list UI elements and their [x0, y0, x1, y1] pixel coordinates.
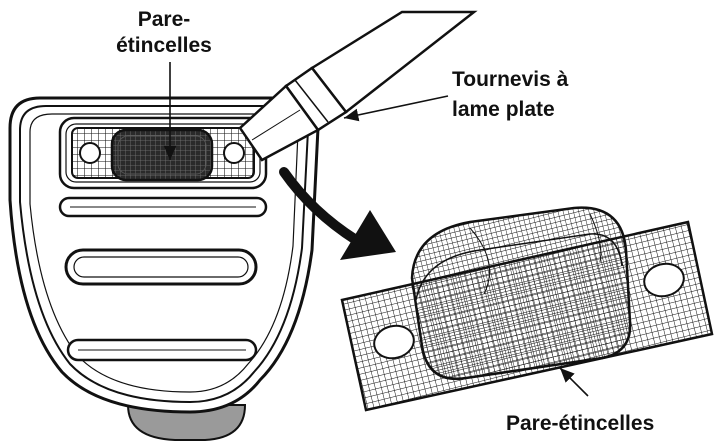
mounted-arrester-dome — [110, 128, 214, 182]
detached-arrester-dome — [410, 206, 632, 381]
movement-arrow — [279, 167, 396, 260]
label-tool-line1: Tournevis à — [452, 68, 569, 91]
muffler-cap — [126, 404, 247, 441]
mount-hole-right — [223, 142, 245, 164]
movement-arrow-shaft — [279, 167, 361, 245]
label-top-line2: étincelles — [116, 34, 212, 57]
label-bottom: Pare-étincelles — [506, 412, 654, 435]
screwdriver — [238, 10, 478, 162]
screwdriver-handle — [310, 10, 478, 114]
detached-hole-right — [643, 262, 685, 298]
detached-arrester — [340, 206, 714, 412]
leader-bottom — [559, 367, 589, 397]
muffler-shell-inner — [19, 105, 310, 404]
mount-hole-left — [79, 142, 101, 164]
detached-hole-left — [373, 324, 415, 360]
leader-tool — [343, 95, 449, 122]
label-tool-line2: lame plate — [452, 98, 555, 121]
label-top-line1: Pare- — [138, 8, 191, 31]
movement-arrow-head — [340, 210, 396, 260]
muffler-slot-middle — [64, 248, 258, 286]
muffler-body — [8, 96, 320, 441]
